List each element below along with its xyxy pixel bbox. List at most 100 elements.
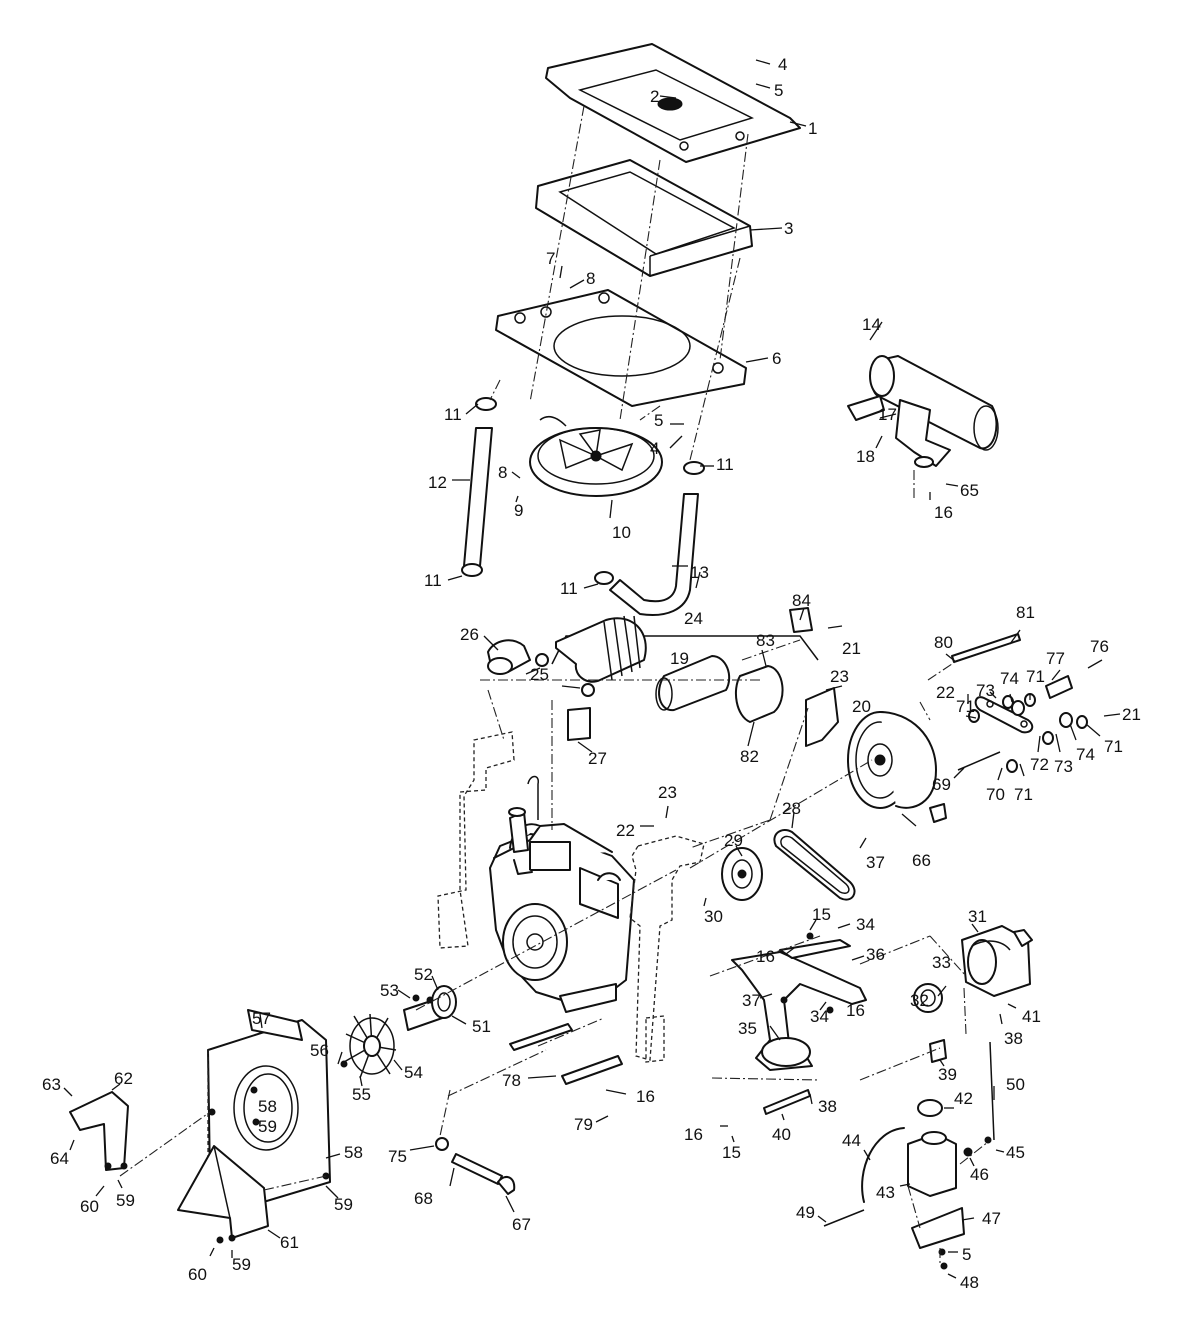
- leader-lines: [63, 59, 1121, 1279]
- bolt-40: [763, 1089, 811, 1115]
- callout-81: 81: [1016, 603, 1035, 622]
- callout-21: 21: [842, 639, 861, 658]
- callout-18: 18: [856, 447, 875, 466]
- callout-59c: 59: [116, 1191, 135, 1210]
- clutch-pulley-66: [847, 711, 947, 823]
- callout-27: 27: [588, 749, 607, 768]
- callout-51: 51: [472, 1017, 491, 1036]
- callout-11: 11: [444, 405, 462, 424]
- callout-43: 43: [876, 1183, 895, 1202]
- callout-5c: 5: [962, 1245, 971, 1264]
- callout-74b: 74: [1076, 745, 1095, 764]
- callout-77: 77: [1046, 649, 1065, 668]
- callout-83: 83: [756, 631, 775, 650]
- pulley-32: [913, 983, 943, 1013]
- callout-7: 7: [546, 249, 555, 268]
- callout-71b: 71: [1026, 667, 1045, 686]
- callout-46: 46: [970, 1165, 989, 1184]
- callout-68: 68: [414, 1189, 433, 1208]
- callout-24: 24: [684, 609, 703, 628]
- callout-69: 69: [932, 775, 951, 794]
- callout-16b: 16: [756, 947, 775, 966]
- callout-73a: 73: [976, 681, 995, 700]
- callout-26: 26: [460, 625, 479, 644]
- callout-22b: 22: [616, 821, 635, 840]
- callout-39: 39: [938, 1065, 957, 1084]
- callout-15b: 15: [722, 1143, 741, 1162]
- callout-13: 13: [690, 563, 709, 582]
- callout-71c: 71: [1104, 737, 1123, 756]
- callout-73b: 73: [1054, 757, 1073, 776]
- callout-60a: 60: [80, 1197, 99, 1216]
- drive-pulley-29: [721, 847, 763, 901]
- callout-14: 14: [862, 315, 881, 334]
- callout-38b: 38: [818, 1097, 837, 1116]
- callout-56: 56: [310, 1041, 329, 1060]
- callout-72: 72: [1030, 755, 1049, 774]
- engine-block: [437, 731, 635, 1013]
- callout-45: 45: [1006, 1143, 1025, 1162]
- fuel-tank-43: [823, 1041, 995, 1270]
- callout-11b: 11: [716, 455, 734, 474]
- callout-16: 16: [934, 503, 953, 522]
- callout-58a: 58: [258, 1097, 277, 1116]
- bracket-35: [731, 932, 867, 1071]
- callout-9: 9: [514, 501, 523, 520]
- callout-70: 70: [986, 785, 1005, 804]
- callout-37b: 37: [742, 991, 761, 1010]
- shroud-plate-1: [545, 43, 801, 163]
- shield-61: [177, 1145, 269, 1244]
- callout-53: 53: [380, 981, 399, 1000]
- crank-adapter-51: [403, 985, 457, 1031]
- callout-80: 80: [934, 633, 953, 652]
- callout-66: 66: [912, 851, 931, 870]
- callout-8: 8: [586, 269, 595, 288]
- callout-5: 5: [774, 81, 783, 100]
- callout-23b: 23: [658, 783, 677, 802]
- callout-71d: 71: [1014, 785, 1033, 804]
- callout-16e: 16: [684, 1125, 703, 1144]
- fan-assembly-10: [529, 415, 663, 497]
- callout-5b: 5: [654, 411, 663, 430]
- hose-12: [461, 397, 497, 577]
- callout-55: 55: [352, 1085, 371, 1104]
- callout-34: 34: [856, 915, 875, 934]
- callout-23: 23: [830, 667, 849, 686]
- callout-79: 79: [574, 1115, 593, 1134]
- callout-61: 61: [280, 1233, 299, 1252]
- callout-54: 54: [404, 1063, 423, 1082]
- callout-75: 75: [388, 1147, 407, 1166]
- callout-62: 62: [114, 1069, 133, 1088]
- air-cleaner-assembly: [487, 607, 839, 747]
- callout-16d: 16: [636, 1087, 655, 1106]
- callout-40: 40: [772, 1125, 791, 1144]
- callout-17: 17: [878, 405, 897, 424]
- blower-housing-57: [207, 1009, 331, 1207]
- spacer-39: [929, 1039, 947, 1063]
- mounting-plate-6: [495, 289, 747, 407]
- callout-36: 36: [866, 945, 885, 964]
- engine-mount-outline: [629, 835, 705, 1063]
- callout-11c: 11: [424, 571, 442, 590]
- callout-20: 20: [852, 697, 871, 716]
- callout-15: 15: [812, 905, 831, 924]
- callout-30: 30: [704, 907, 723, 926]
- callout-84: 84: [792, 591, 811, 610]
- callout-37: 37: [866, 853, 885, 872]
- callout-57: 57: [252, 1009, 271, 1028]
- center-lines: [119, 105, 989, 1264]
- callout-63: 63: [42, 1075, 61, 1094]
- callout-33: 33: [932, 953, 951, 972]
- callout-76: 76: [1090, 637, 1109, 656]
- shaft-68: [435, 1137, 516, 1195]
- callout-60b: 60: [188, 1265, 207, 1284]
- callout-64: 64: [50, 1149, 69, 1168]
- callout-16c: 16: [846, 1001, 865, 1020]
- callout-78: 78: [502, 1071, 521, 1090]
- callout-35: 35: [738, 1019, 757, 1038]
- callout-29: 29: [724, 831, 743, 850]
- callout-10: 10: [612, 523, 631, 542]
- callout-4b: 4: [650, 439, 659, 458]
- callout-3: 3: [784, 219, 793, 238]
